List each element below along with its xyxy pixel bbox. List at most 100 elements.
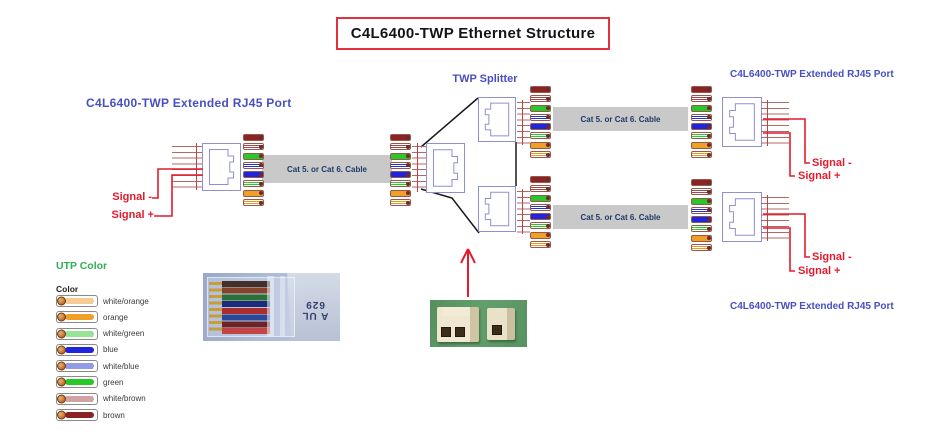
wire-end-cap: [259, 144, 263, 149]
rj45-plug-photo: A UL 629: [203, 273, 340, 341]
wire-end-circle: [57, 394, 66, 404]
wire-end-cap: [546, 177, 550, 182]
arrow-up-icon: [460, 248, 476, 297]
utp-color-label: white/blue: [103, 361, 140, 371]
utp-color-title: UTP Color: [56, 260, 108, 272]
splitter-output-bottom-wires: [530, 176, 553, 250]
wire-brown: [691, 179, 712, 186]
utp-color-item: blue: [56, 343, 149, 356]
left-port-pin-comb: [172, 146, 202, 188]
wire-blue: [691, 216, 712, 224]
wire-brown: [530, 86, 551, 93]
wire-end-cap: [406, 181, 410, 186]
wire-end-cap: [406, 191, 410, 196]
wire-white-orange: [691, 244, 712, 252]
left-port-jack: [202, 143, 241, 191]
utp-color-swatch: [56, 409, 98, 422]
wire-white-green: [691, 225, 712, 233]
utp-color-swatch: [56, 343, 98, 356]
twp-splitter-photo: [430, 300, 527, 347]
wire-end-cap: [259, 135, 263, 140]
port-hole: [455, 327, 465, 337]
wire-green: [530, 104, 551, 112]
utp-color-swatch: [56, 295, 98, 307]
wire-orange: [530, 231, 551, 239]
wire-blue: [530, 123, 551, 131]
wire-end-cap: [707, 115, 711, 120]
wire-end-circle: [57, 361, 66, 371]
splitter-output-bottom-pin-comb: [517, 191, 530, 233]
utp-color-pill: [65, 314, 94, 321]
splitter-input-pin-comb: [412, 146, 426, 188]
wire-end-cap: [259, 172, 263, 177]
wire-green: [691, 104, 712, 112]
splitter-outline-bottom-line: [420, 188, 480, 234]
utp-color-label: white/brown: [103, 394, 146, 404]
wire-white-blue: [530, 113, 551, 121]
utp-color-label: blue: [103, 345, 119, 355]
wire-end-cap: [546, 115, 550, 120]
wire-end-cap: [546, 143, 550, 148]
utp-color-pill: [65, 298, 94, 304]
wire-end-cap: [707, 217, 711, 222]
wire-white-green: [390, 180, 411, 188]
wire-brown: [243, 134, 264, 141]
rj45-jack-profile-icon: [479, 98, 515, 141]
utp-color-pill: [65, 346, 94, 353]
utp-color-pill: [65, 330, 94, 337]
splitter-input-pin-spine: [417, 143, 418, 192]
wire-end-cap: [406, 172, 410, 177]
signal-minus-label: Signal -: [812, 157, 852, 169]
wire-end-cap: [546, 223, 550, 228]
wire-end-cap: [707, 245, 711, 250]
utp-color-swatch: [56, 376, 98, 389]
diagram-title: C4L6400-TWP Ethernet Structure: [350, 25, 596, 42]
wire-end-cap: [406, 135, 410, 140]
wire-white-brown: [530, 185, 551, 193]
right-port-bottom-label: C4L6400-TWP Extended RJ45 Port: [730, 301, 894, 312]
wire-end-cap: [546, 87, 550, 92]
wire-end-cap: [707, 208, 711, 213]
splitter-output-bottom-pin-spine: [522, 189, 523, 234]
left-port-label: C4L6400-TWP Extended RJ45 Port: [86, 96, 292, 110]
cable-right-bottom: Cat 5. or Cat 6. Cable: [553, 205, 688, 229]
utp-color-item: white/orange: [56, 295, 149, 307]
signal-plus-label: Signal +: [798, 170, 841, 182]
wire-green: [530, 194, 551, 202]
utp-color-label: white/green: [103, 329, 145, 339]
wire-white-orange: [390, 199, 411, 207]
wire-end-cap: [707, 133, 711, 138]
plug-colored-wires: [222, 281, 270, 335]
utp-color-label: green: [103, 377, 124, 387]
wire-end-circle: [57, 329, 66, 339]
wire-end-cap: [546, 96, 550, 101]
port-hole: [441, 327, 451, 337]
utp-color-label: orange: [103, 312, 128, 322]
cable-left: Cat 5. or Cat 6. Cable: [262, 155, 392, 183]
splitter-device-dual: [437, 307, 479, 342]
wire-white-brown: [691, 95, 712, 103]
utp-color-pill: [65, 379, 94, 386]
wire-end-cap: [406, 144, 410, 149]
wire-blue: [243, 171, 264, 179]
wire-end-cap: [406, 163, 410, 168]
wire-end-cap: [707, 143, 711, 148]
right-port-top-pin-comb: [761, 102, 789, 144]
right-port-top-label: C4L6400-TWP Extended RJ45 Port: [730, 69, 894, 80]
diagram-title-box: C4L6400-TWP Ethernet Structure: [336, 17, 610, 50]
rj45-jack-profile-icon: [479, 187, 515, 231]
wire-white-orange: [530, 241, 551, 249]
utp-color-swatch: [56, 392, 98, 405]
splitter-label: TWP Splitter: [452, 73, 518, 85]
wire-brown: [530, 176, 551, 183]
splitter-output-top-jack: [478, 97, 516, 142]
plastic-highlight: [267, 276, 274, 336]
cable-left-label: Cat 5. or Cat 6. Cable: [286, 164, 368, 174]
wire-orange: [691, 141, 712, 149]
wire-end-cap: [707, 226, 711, 231]
utp-color-heading: Color: [56, 284, 79, 294]
signal-plus-label: Signal +: [111, 209, 155, 221]
signal-minus-label: Signal -: [112, 191, 152, 203]
wire-green: [243, 152, 264, 160]
